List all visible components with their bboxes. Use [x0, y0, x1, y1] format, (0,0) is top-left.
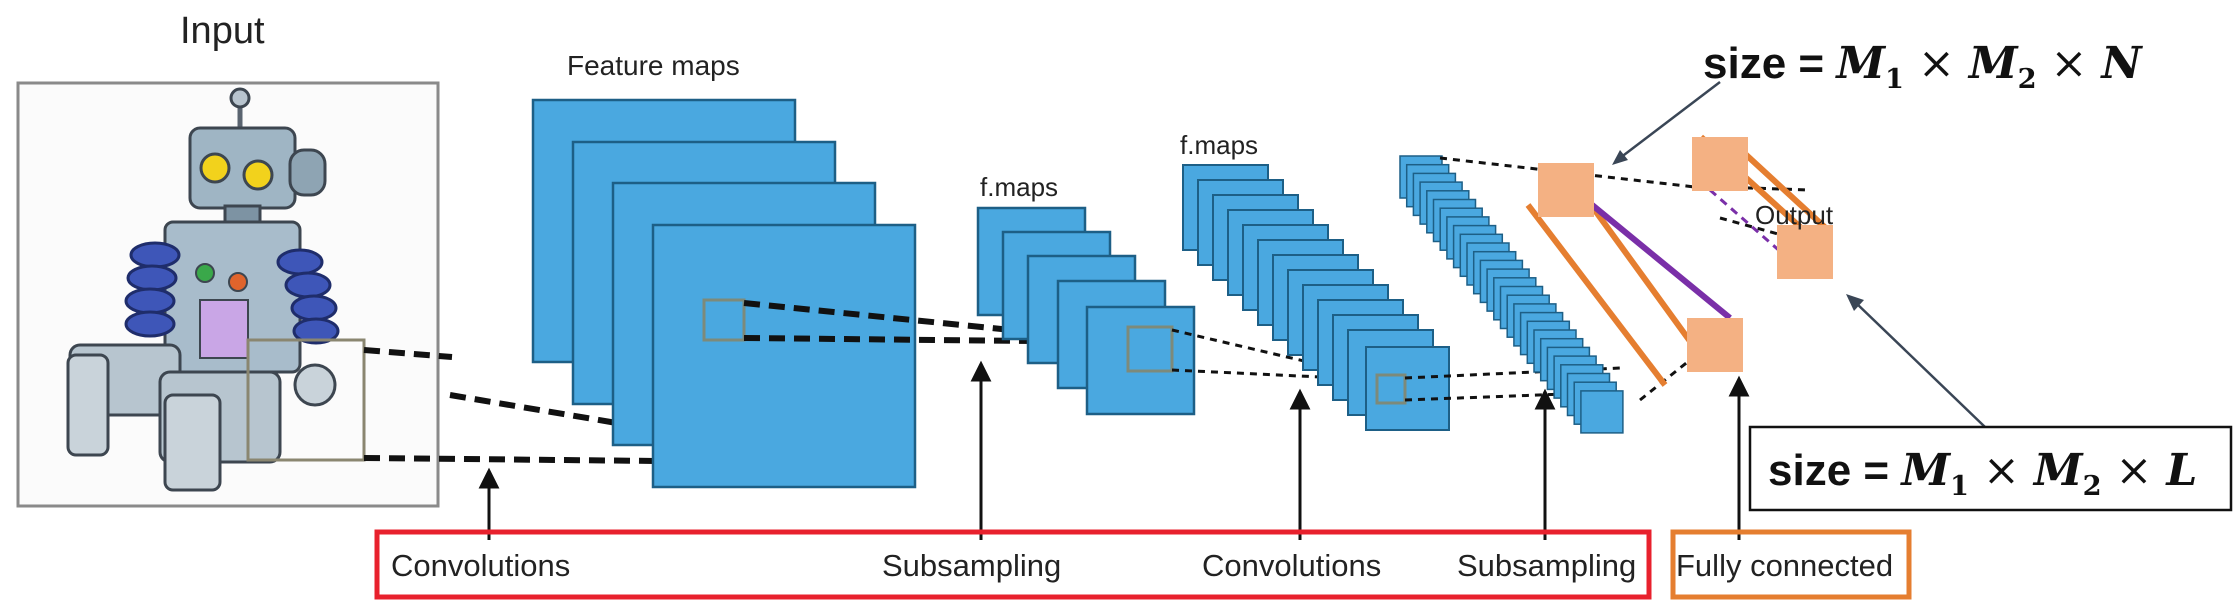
formula-subscript: 2: [2017, 62, 2037, 95]
stage-label-convolutions: Convolutions: [391, 548, 571, 583]
stage-label-subsampling: Subsampling: [1457, 548, 1637, 583]
fc-neuron: [1538, 163, 1594, 217]
formula-subscript: 1: [1950, 469, 1970, 502]
projection-line: [363, 347, 453, 360]
fmaps-stack-1: [976, 206, 1196, 416]
fmaps-stack-2: [1182, 164, 1450, 431]
formula-term: M: [1836, 38, 1886, 89]
output-label: Output: [1755, 200, 1834, 230]
feature-maps-stack: [531, 98, 917, 489]
formula-top: size = M1 × M2 × N: [1703, 38, 2142, 95]
formula-subscript: 1: [1885, 62, 1905, 95]
input-label: Input: [180, 10, 265, 52]
formula-box: [1748, 425, 2233, 512]
fmaps-stack-3: [1399, 155, 1624, 434]
thin-feature-map: [1580, 390, 1624, 434]
formula-term: M: [2033, 445, 2083, 496]
stage-label-fully-connected: Fully connected: [1676, 548, 1894, 583]
stage-arrows: [478, 360, 1750, 540]
formula-term: M: [1901, 445, 1951, 496]
feature-extraction-box: [374, 529, 1652, 600]
formula-pointer: [1619, 81, 1721, 159]
fc-neuron: [1687, 318, 1743, 372]
formula-pointer: [1854, 301, 1986, 428]
input-receptive-field: [246, 338, 366, 462]
stage-label-subsampling: Subsampling: [882, 548, 1062, 583]
fully-connected-box: [1670, 529, 1912, 600]
fmaps-label-1: f.maps: [980, 172, 1059, 202]
output-neuron: [1692, 137, 1748, 191]
fully-connected-layers: [1525, 134, 1833, 387]
formula-term: M: [1968, 38, 2018, 89]
robot-illustration: [66, 87, 340, 492]
feature-maps-label: Feature maps: [567, 50, 740, 81]
formula-term: N: [2101, 38, 2142, 89]
fmaps-label-2: f.maps: [1180, 130, 1259, 160]
formula-bottom: size = M1 × M2 × L: [1768, 445, 2198, 502]
formula-prefix: size =: [1768, 446, 1902, 495]
formula-subscript: 2: [2082, 469, 2102, 502]
stage-label-convolutions: Convolutions: [1202, 548, 1382, 583]
formula-prefix: size =: [1703, 39, 1837, 88]
output-neuron: [1777, 225, 1833, 279]
formula-term: L: [2166, 445, 2198, 496]
